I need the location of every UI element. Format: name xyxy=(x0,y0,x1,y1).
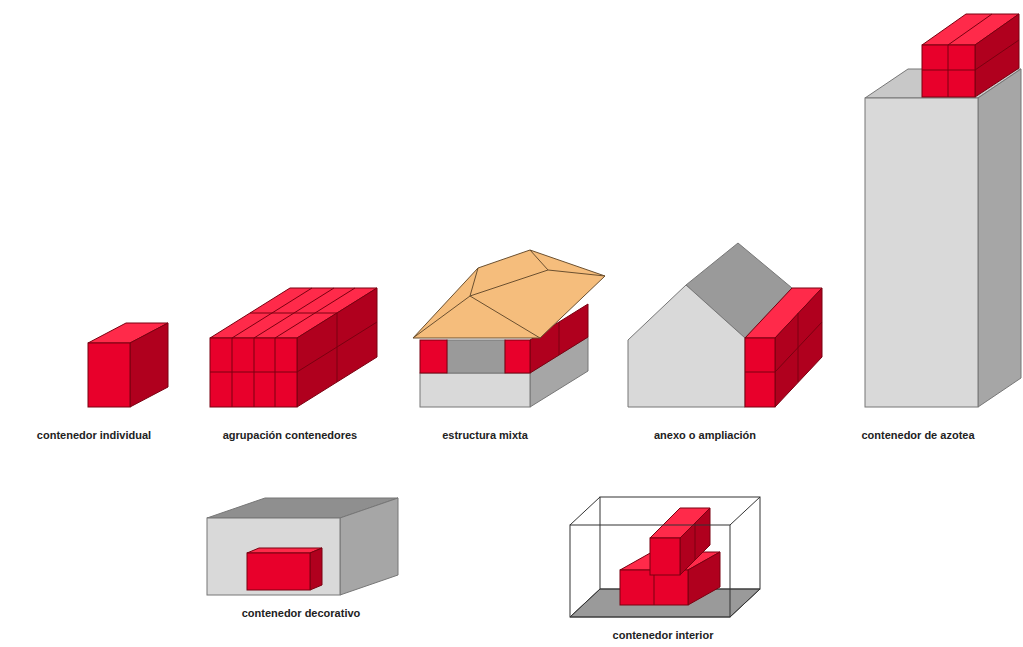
caption-label: estructura mixta xyxy=(442,428,528,442)
mixed-structure xyxy=(413,250,605,407)
annex-extension xyxy=(628,243,822,407)
caption-label: contenedor de azotea xyxy=(861,428,974,442)
caption-label: agrupación contenedores xyxy=(223,428,357,442)
caption-label: contenedor decorativo xyxy=(242,606,361,620)
single-container xyxy=(88,323,168,407)
caption-label: anexo o ampliación xyxy=(654,428,756,442)
decorative-container xyxy=(207,498,398,595)
interior-container xyxy=(570,497,760,617)
container-group xyxy=(210,288,377,407)
rooftop-container xyxy=(865,14,1021,407)
caption-label: contenedor interior xyxy=(613,628,714,642)
caption-label: contenedor individual xyxy=(37,428,151,442)
